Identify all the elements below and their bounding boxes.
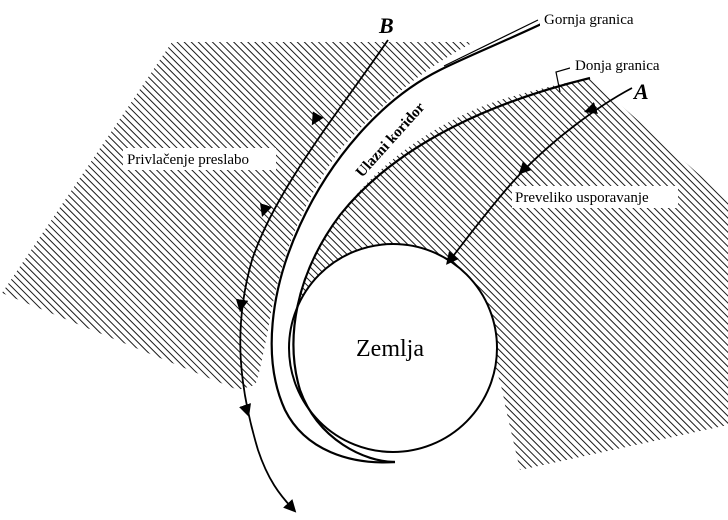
lower-boundary-curve: [292, 76, 591, 464]
lower-boundary-leader: [555, 67, 571, 93]
hatched-region-right: [293, 78, 728, 470]
too-weak-attraction-label: Privlačenje preslabo: [127, 152, 249, 168]
trajectory-a: [446, 87, 633, 265]
label-bg-weak: [123, 148, 276, 170]
label-bg-upper: [540, 8, 654, 30]
trajectory-b-arrow-3: [235, 298, 249, 313]
lower-boundary-label: Donja granica: [575, 58, 660, 74]
label-bg-lower: [570, 54, 675, 76]
point-b-label: B: [378, 13, 394, 38]
hatched-region-left: [2, 42, 474, 390]
trajectory-a-arrow-1: [584, 102, 598, 114]
upper-boundary-curve: [270, 14, 561, 464]
trajectory-b-arrow-1: [311, 111, 324, 126]
trajectory-a-arrow-2: [518, 161, 532, 175]
trajectory-b-arrow-4: [239, 403, 251, 417]
earth-circle: [288, 243, 498, 453]
label-bg-decel: [512, 186, 678, 208]
trajectory-b-arrow-2: [260, 203, 272, 217]
upper-boundary-label: Gornja granica: [544, 12, 634, 28]
earth-label: Zemlja: [356, 336, 424, 362]
upper-boundary-leader: [443, 19, 539, 67]
point-a-label: A: [632, 79, 649, 104]
too-much-deceleration-label: Preveliko usporavanje: [515, 190, 649, 206]
